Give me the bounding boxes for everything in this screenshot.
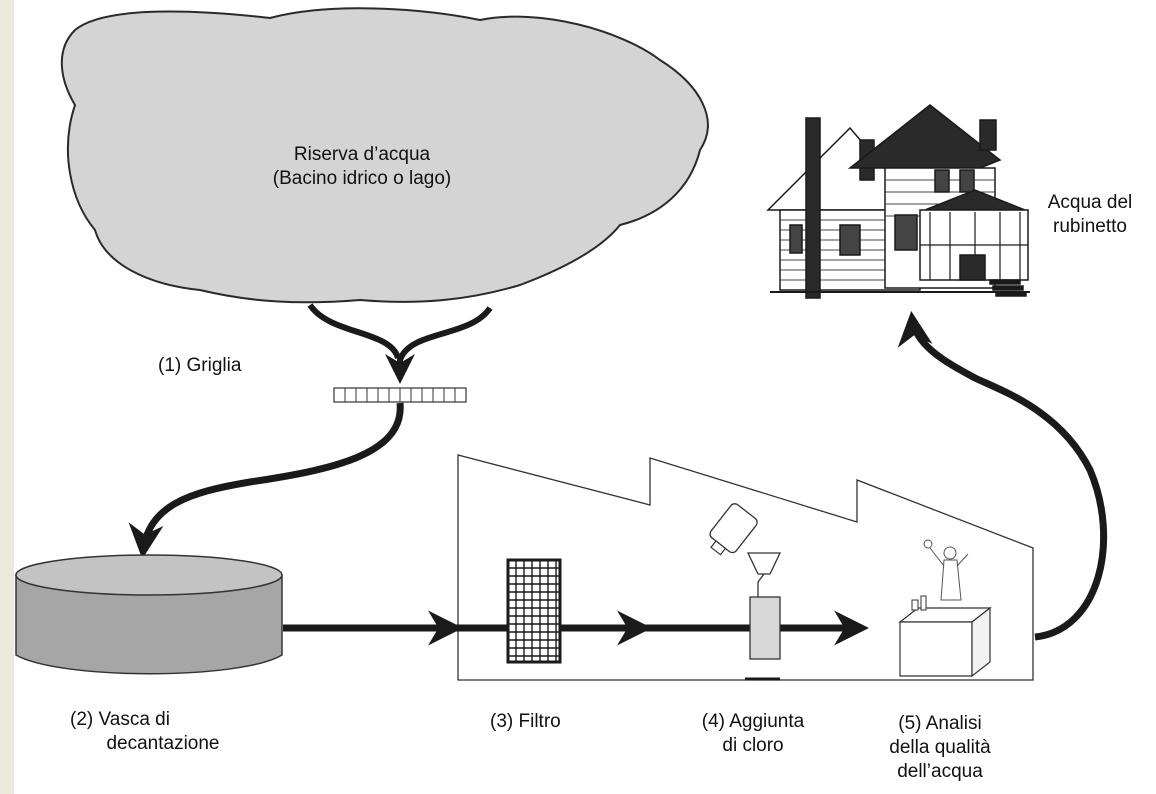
- house-label: Acqua del rubinetto: [1030, 191, 1150, 239]
- reservoir-cloud: [60, 7, 709, 304]
- step-analysis-line3: dell’acqua: [897, 761, 983, 782]
- outflow-left: [307, 303, 401, 360]
- step-grid-label: (1) Griglia: [158, 355, 242, 376]
- house-label-line2: rubinetto: [1053, 216, 1127, 237]
- reservoir-label-line2: (Bacino idrico o lago): [272, 168, 452, 189]
- step-settling-line2: decantazione: [106, 733, 220, 754]
- grid-screen: [333, 387, 467, 403]
- treatment-plant-outline: [457, 454, 1034, 681]
- step-chlorine-line2: di cloro: [722, 735, 784, 756]
- step-analysis-line1: (5) Analisi: [898, 713, 982, 734]
- chlorine-bottle: [709, 503, 758, 556]
- house-label-line1: Acqua del: [1047, 192, 1133, 213]
- step-settling-line1: (2) Vasca di: [70, 709, 170, 730]
- step-analysis-line2: della qualità: [889, 737, 991, 758]
- step-chlorine-line1: (4) Aggiunta: [701, 711, 805, 732]
- scientist-figure: [923, 539, 969, 601]
- settling-tank: [15, 554, 283, 675]
- chlorine-station: [709, 503, 782, 681]
- step-settling-label: (2) Vasca di decantazione: [58, 708, 268, 756]
- step-analysis-label: (5) Analisi della qualità dell’acqua: [870, 712, 1010, 784]
- reservoir-label: Riserva d’acqua (Bacino idrico o lago): [262, 143, 462, 191]
- filter-mesh: [506, 558, 562, 664]
- reservoir-label-line1: Riserva d’acqua: [293, 144, 431, 165]
- left-edge-strip: [0, 0, 14, 794]
- step-chlorine-label: (4) Aggiunta di cloro: [688, 710, 818, 758]
- step-filter-label: (3) Filtro: [490, 711, 561, 732]
- outflow-right: [397, 306, 493, 362]
- arrow-to-tank: [128, 402, 404, 559]
- arrow-to-house: [897, 311, 1108, 641]
- analysis-lab: [898, 539, 992, 678]
- house-drawing: [766, 104, 1030, 299]
